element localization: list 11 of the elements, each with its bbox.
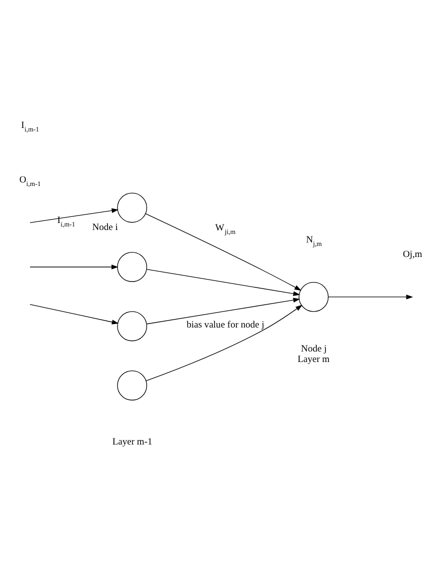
label: N$_{j,m}$ [306,235,322,248]
label: I$_{i,m-1}$ [21,120,40,134]
label: O$_{i,m-1}$ [19,175,41,188]
node-label: Node j [301,344,327,355]
edge-label: W$_{ji,m}$ [215,223,236,236]
label: Oj,m [402,250,422,260]
edge-label: bias value for node j [186,320,264,331]
node-label: Layer m [298,354,330,365]
edge-label: I$_{i,m-1}$ [57,216,76,229]
node-label: Node i [92,222,118,233]
label: Layer m-1 [112,438,152,448]
